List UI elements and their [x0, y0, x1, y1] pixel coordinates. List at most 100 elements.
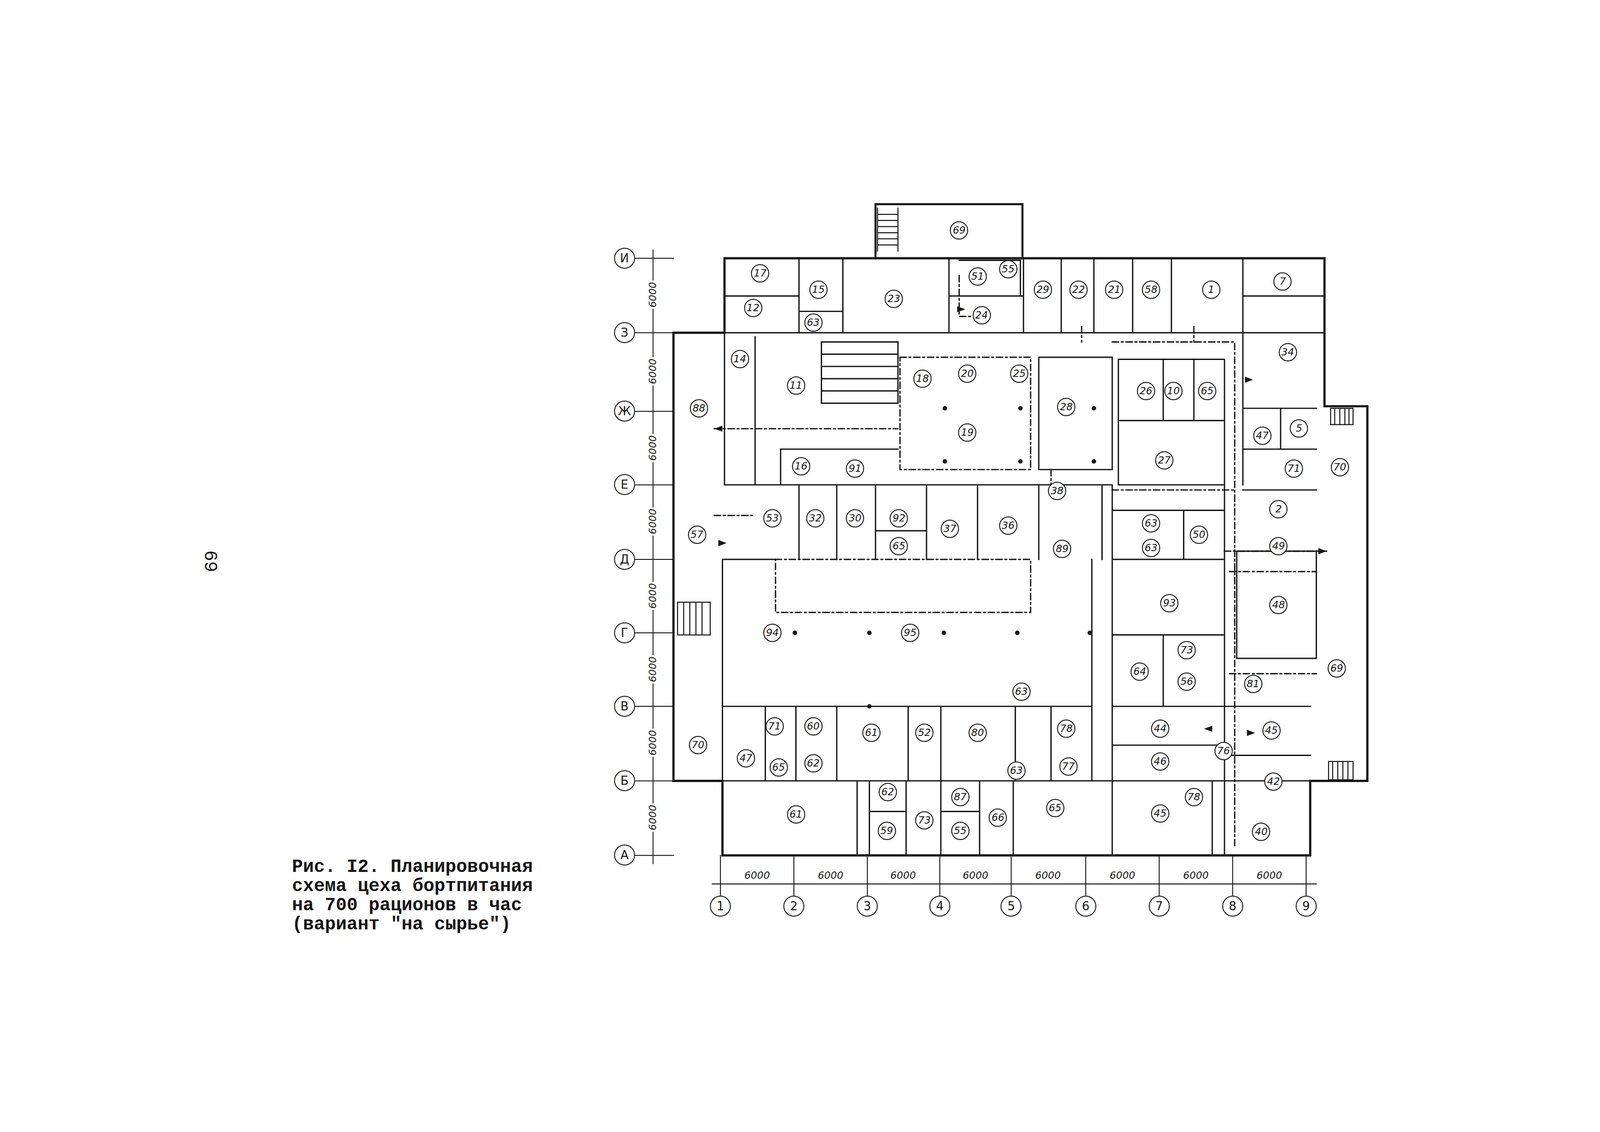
dimension-text: 6000	[1255, 870, 1284, 881]
axis-marker: 4	[929, 895, 951, 917]
callout-number: 61	[786, 805, 806, 824]
axis-marker: 6	[1075, 895, 1097, 917]
room-number: 62	[807, 758, 820, 769]
callout-number: 2	[1269, 500, 1288, 519]
axis-marker: 8	[1222, 895, 1244, 917]
room-number: 63	[1144, 542, 1158, 553]
room-number: 53	[766, 513, 779, 524]
axis-label: 5	[1007, 900, 1016, 913]
dimension-text: 6000	[961, 870, 990, 881]
callout-number: 12	[744, 298, 763, 318]
callout-number: 66	[988, 808, 1007, 827]
room-number: 46	[1153, 756, 1167, 767]
room-number: 32	[808, 513, 822, 524]
callout-number: 87	[951, 787, 970, 807]
room-number: 51	[971, 271, 985, 282]
axis-marker: Ж	[614, 400, 636, 422]
room-number: 65	[1048, 802, 1062, 814]
room-number: 29	[1036, 284, 1050, 295]
room-number: 73	[1180, 645, 1194, 656]
axis-marker: 7	[1148, 895, 1170, 917]
callout-number: 63	[1141, 514, 1161, 533]
callout-number: 55	[951, 821, 970, 840]
axis-marker: З	[614, 322, 636, 344]
room-number: 45	[1265, 725, 1278, 736]
axis-label: Е	[620, 478, 629, 491]
callout-number: 7	[1273, 272, 1292, 291]
callout-number: 93	[1160, 594, 1179, 613]
callout-number: 70	[688, 735, 708, 755]
room-number: 92	[892, 513, 906, 524]
callout-number: 52	[915, 723, 934, 742]
outer-wall	[673, 258, 1368, 856]
axis-label: А	[620, 849, 629, 861]
flow-arrows	[714, 306, 1327, 736]
callout-number: 62	[878, 782, 897, 802]
room-number: 38	[1050, 485, 1064, 496]
axis-label: 7	[1155, 900, 1164, 913]
callout-number: 16	[792, 457, 811, 476]
axis-marker: 9	[1295, 895, 1317, 917]
room-number: 58	[1144, 284, 1158, 295]
callout-number: 69	[949, 221, 969, 240]
room-number: 66	[991, 812, 1005, 823]
room-number: 81	[1246, 678, 1260, 689]
axis-label: Г	[620, 626, 629, 639]
callout-number: 10	[1164, 381, 1183, 401]
axis-line	[634, 250, 1317, 896]
callout-number: 63	[1007, 761, 1026, 780]
callout-number: 36	[999, 516, 1018, 535]
room-number: 65	[772, 762, 786, 773]
room-number: 70	[1333, 462, 1347, 473]
callout-number: 71	[1284, 459, 1303, 478]
callout-number: 92	[889, 509, 908, 528]
axis-label: 8	[1229, 900, 1237, 913]
room-number: 56	[1180, 676, 1194, 687]
callout-number: 44	[1151, 719, 1170, 738]
callout-number: 65	[889, 536, 908, 556]
room-number: 63	[1015, 686, 1028, 697]
room-number: 26	[1139, 385, 1153, 397]
room-number: 27	[1157, 455, 1171, 466]
callout-number: 58	[1141, 280, 1161, 299]
callout-number: 51	[968, 267, 987, 286]
room-number: 48	[1271, 599, 1285, 610]
callout-number: 42	[1264, 772, 1283, 791]
callout-number: 27	[1155, 451, 1174, 470]
callout-number: 48	[1269, 595, 1288, 615]
callout-number: 45	[1151, 804, 1170, 823]
room-number: 14	[733, 354, 747, 365]
room-number: 37	[943, 523, 957, 534]
walls	[634, 203, 1368, 896]
figure-caption: Рис. I2. Планировочная схема цеха бортпи…	[291, 857, 562, 935]
callout-number: 63	[1141, 538, 1161, 558]
callout-number: 55	[999, 260, 1018, 279]
room-number: 24	[975, 310, 989, 321]
room-number: 65	[892, 541, 906, 552]
room-number: 80	[971, 727, 985, 738]
axis-marker: 5	[1000, 895, 1022, 917]
dimension-text: 6000	[888, 870, 918, 881]
room-number: 60	[807, 721, 820, 732]
axis-label: 4	[936, 900, 944, 913]
axis-label: 1	[716, 900, 725, 913]
room-number: 52	[917, 727, 931, 738]
room-number: 11	[789, 380, 803, 391]
callout-number: 30	[845, 509, 865, 528]
callout-number: 64	[1130, 662, 1149, 681]
room-number: 17	[753, 268, 767, 279]
room-number: 30	[848, 513, 862, 524]
room-number: 55	[1001, 264, 1015, 275]
room-number: 63	[807, 317, 820, 328]
page-number: 69	[199, 548, 219, 574]
room-number: 20	[960, 368, 974, 379]
room-number: 61	[865, 727, 878, 738]
dimension-text: 6000	[647, 433, 659, 463]
callout-number: 73	[1177, 641, 1196, 660]
callout-number: 11	[786, 376, 806, 395]
callout-number: 25	[1010, 364, 1029, 383]
room-number: 78	[1187, 792, 1201, 803]
callout-number: 69	[1327, 659, 1346, 678]
room-number: 25	[1012, 368, 1026, 379]
dimension-text: 6000	[816, 870, 845, 881]
